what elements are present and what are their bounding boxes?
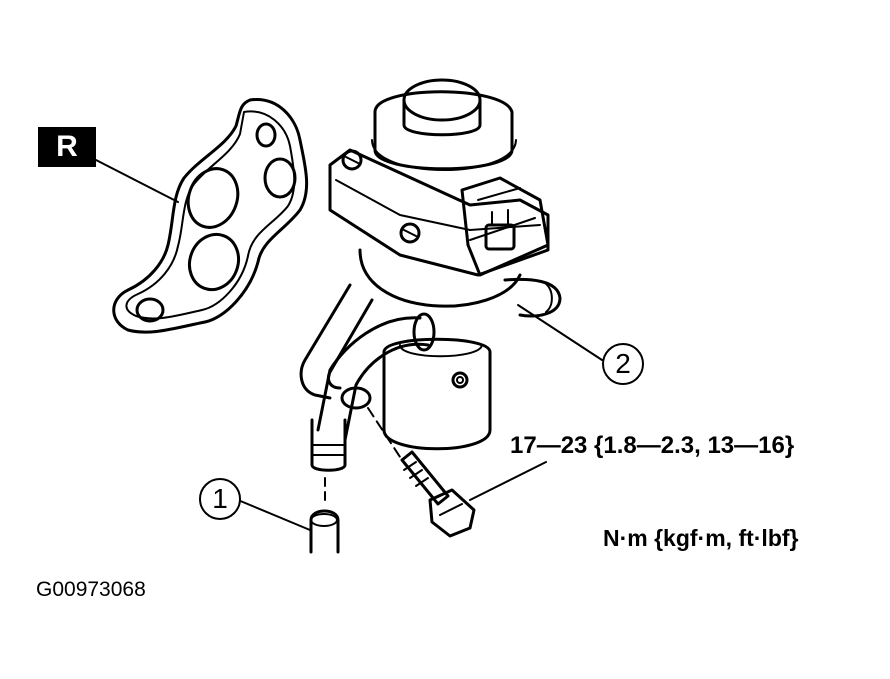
flange-screw-right (399, 222, 421, 244)
callout-2-leader (517, 304, 603, 361)
callout-1-leader (237, 499, 311, 531)
electrical-connector (460, 176, 550, 277)
gasket-hole-lower (187, 232, 241, 292)
callout-2: 2 (602, 343, 644, 385)
callout-1: 1 (199, 478, 241, 520)
gasket-bolt-hole-right (263, 157, 297, 199)
gasket (112, 98, 309, 334)
flange-screw-left (341, 149, 363, 171)
mounting-bolt (367, 407, 476, 538)
replace-badge: R (38, 127, 96, 167)
body-bolt (451, 371, 469, 389)
hose (309, 477, 340, 554)
gasket-bolt-hole-top (255, 122, 277, 148)
valve-assembly (299, 78, 562, 472)
torque-leader (469, 461, 547, 501)
torque-spec: 17—23 {1.8—2.3, 13—16} (510, 432, 795, 459)
gasket-hole-upper (186, 167, 240, 229)
gasket-bolt-hole-left (135, 297, 165, 323)
badge-leader (95, 159, 179, 203)
figure-id-label: G00973068 (36, 578, 146, 601)
torque-units: N·m {kgf·m, ft·lbf} (603, 525, 799, 551)
